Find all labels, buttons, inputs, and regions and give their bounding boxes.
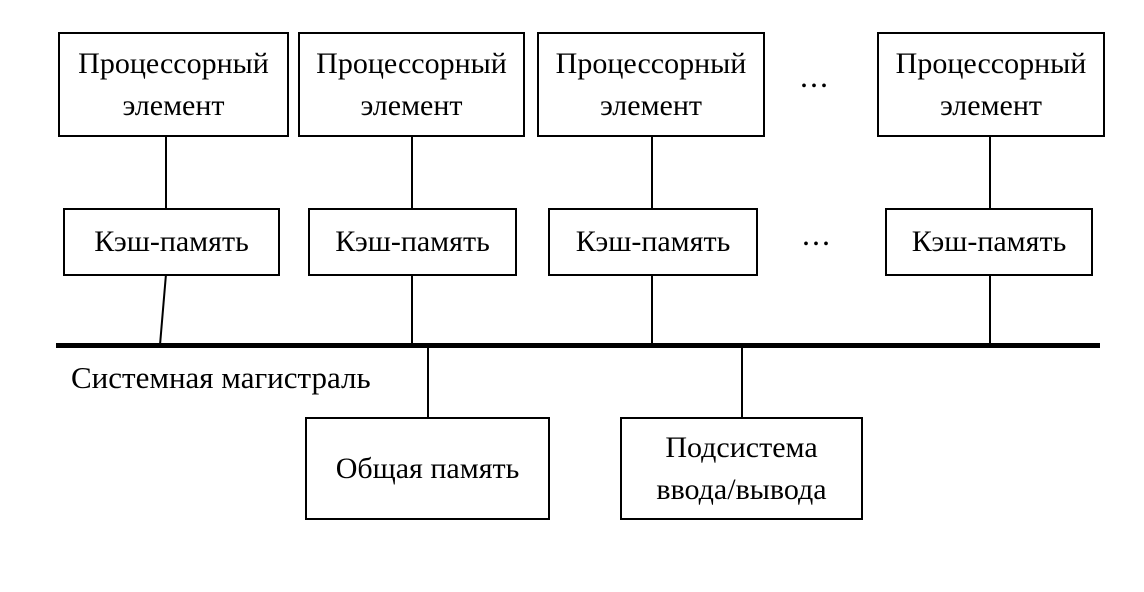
cache-memory-label: Кэш-память — [911, 225, 1067, 258]
ellipsis-caches: ... — [802, 216, 832, 252]
processor-element-box-3: Процессорный элемент — [537, 32, 765, 137]
processor-element-box-1: Процессорный элемент — [58, 32, 289, 137]
processor-element-label: элемент — [360, 88, 463, 122]
processor-element-box-2: Процессорный элемент — [298, 32, 525, 137]
processor-element-label: Процессорный — [78, 46, 269, 80]
connector-cache1-bus — [159, 273, 167, 346]
io-subsystem-box: Подсистема ввода/вывода — [620, 417, 863, 520]
cache-memory-label: Кэш-память — [335, 225, 490, 258]
cache-memory-box-2: Кэш-память — [308, 208, 517, 276]
processor-element-label: элемент — [599, 88, 703, 122]
processor-element-label: Процессорный — [555, 46, 747, 80]
processor-element-label: элемент — [122, 88, 225, 122]
shared-memory-box: Общая память — [305, 417, 550, 520]
shared-memory-label: Общая память — [335, 451, 520, 485]
processor-element-label: элемент — [939, 88, 1043, 122]
cache-memory-box-1: Кэш-память — [63, 208, 280, 276]
io-subsystem-label: Подсистема — [665, 430, 818, 464]
io-subsystem-label: ввода/вывода — [656, 472, 827, 506]
cache-memory-label: Кэш-память — [94, 225, 249, 258]
system-bus-label: Системная магистраль — [71, 360, 371, 395]
processor-element-label: Процессорный — [895, 46, 1087, 80]
processor-element-label: Процессорный — [316, 46, 507, 80]
ellipsis-processors: ... — [800, 58, 830, 94]
processor-element-box-4: Процессорный элемент — [877, 32, 1105, 137]
cache-memory-label: Кэш-память — [575, 225, 731, 258]
cache-memory-box-4: Кэш-память — [885, 208, 1093, 276]
cache-memory-box-3: Кэш-память — [548, 208, 758, 276]
